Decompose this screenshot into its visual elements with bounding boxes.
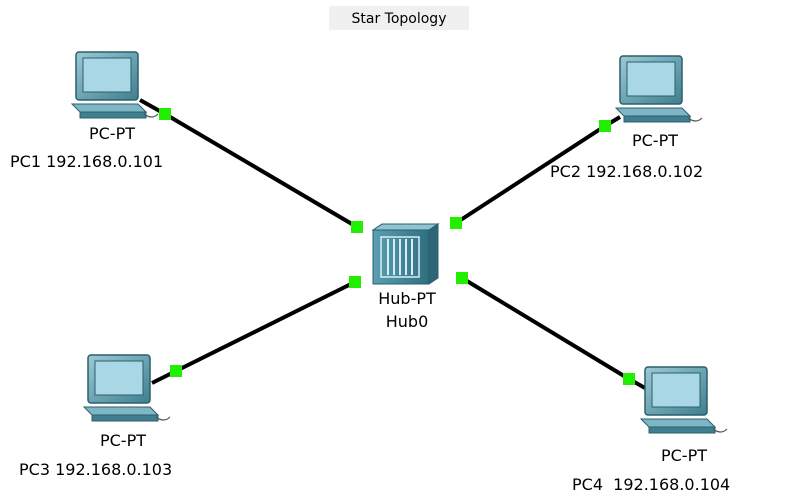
port-light-pc3	[170, 365, 182, 377]
port-light-hub-pc3	[349, 276, 361, 288]
hub-icon	[371, 223, 440, 285]
pc1-type-label: PC-PT	[89, 124, 135, 143]
pc3-device[interactable]: PC-PT PC3 192.168.0.103	[19, 354, 172, 479]
link-pc2-hub[interactable]	[454, 124, 607, 225]
port-indicators	[159, 108, 635, 385]
link-pc4-hub[interactable]	[460, 276, 631, 381]
links	[139, 98, 646, 390]
pc4-address-label: PC4 192.168.0.104	[572, 475, 730, 494]
pc-icon	[70, 51, 159, 119]
pc3-address-label: PC3 192.168.0.103	[19, 460, 172, 479]
port-light-hub-pc1	[351, 221, 363, 233]
pc-icon	[82, 354, 171, 422]
pc-icon	[639, 366, 728, 434]
pc2-type-label: PC-PT	[632, 131, 678, 150]
hub-type-label: Hub-PT	[378, 289, 436, 308]
pc4-device[interactable]: PC-PT PC4 192.168.0.104	[572, 366, 730, 494]
port-light-hub-pc2	[450, 217, 462, 229]
pc4-type-label: PC-PT	[661, 446, 707, 465]
pc3-type-label: PC-PT	[100, 431, 146, 450]
port-light-pc2	[599, 120, 611, 132]
title-text: Star Topology	[352, 11, 447, 27]
port-light-hub-pc4	[456, 272, 468, 284]
pc2-device[interactable]: PC-PT PC2 192.168.0.102	[550, 55, 703, 181]
pc1-address-label: PC1 192.168.0.101	[10, 152, 163, 171]
diagram-title: Star Topology	[329, 6, 469, 30]
link-pc1-hub[interactable]	[163, 112, 359, 229]
pc1-device[interactable]: PC-PT PC1 192.168.0.101	[10, 51, 163, 171]
hub-name-label: Hub0	[386, 312, 429, 331]
port-light-pc1	[159, 108, 171, 120]
hub-device[interactable]: Hub-PT Hub0	[371, 223, 440, 331]
link-pc3-hub[interactable]	[175, 280, 356, 373]
port-light-pc4	[623, 373, 635, 385]
pc-icon	[614, 55, 703, 123]
title-background	[329, 6, 469, 30]
pc2-address-label: PC2 192.168.0.102	[550, 162, 703, 181]
